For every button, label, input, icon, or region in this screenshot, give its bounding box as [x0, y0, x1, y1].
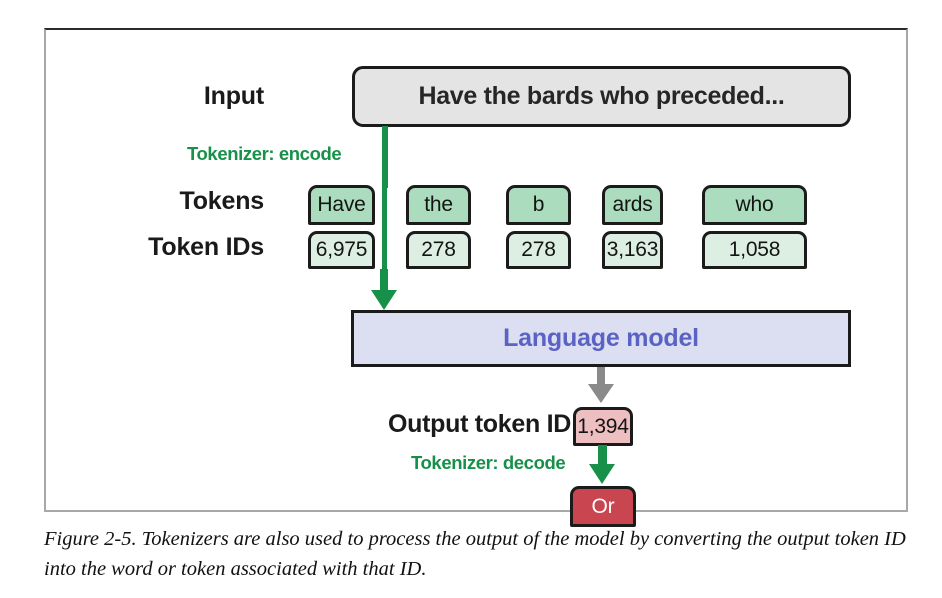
token-id-box: 278 [406, 231, 471, 269]
input-text-box: Have the bards who preceded... [352, 66, 851, 127]
tokens-to-model-arrow-shaft [380, 269, 388, 295]
tokens-to-model-arrow-head [371, 290, 397, 310]
tokens-column-connector [382, 185, 387, 271]
output-token-id-box: 1,394 [573, 407, 633, 446]
decode-arrow-head [589, 464, 615, 484]
language-model-box: Language model [351, 310, 851, 367]
model-to-output-arrow-shaft [597, 367, 605, 389]
tokenizer-encode-label: Tokenizer: encode [187, 143, 342, 164]
token-id-box: 278 [506, 231, 571, 269]
token-box: b [506, 185, 571, 225]
token-ids-row-label: Token IDs [148, 233, 264, 261]
tokens-row-label: Tokens [179, 187, 265, 215]
token-box: who [702, 185, 807, 225]
decode-arrow-shaft [598, 445, 607, 469]
model-to-output-arrow-head [588, 384, 614, 403]
token-box: the [406, 185, 471, 225]
token-box: ards [602, 185, 663, 225]
output-token-id-label: Output token ID: [388, 410, 580, 438]
input-row-label: Input [203, 82, 264, 110]
tokenizer-decode-label: Tokenizer: decode [411, 452, 566, 473]
output-word-box: Or [570, 486, 636, 527]
input-to-tokens-connector [382, 126, 388, 188]
figure-caption: Figure 2-5. Tokenizers are also used to … [44, 528, 906, 580]
token-box: Have [308, 185, 375, 225]
token-id-box: 3,163 [602, 231, 663, 269]
token-id-box: 6,975 [308, 231, 375, 269]
figure-frame: Input Tokens Token IDs Have the bards wh… [44, 28, 908, 527]
token-id-box: 1,058 [702, 231, 807, 269]
